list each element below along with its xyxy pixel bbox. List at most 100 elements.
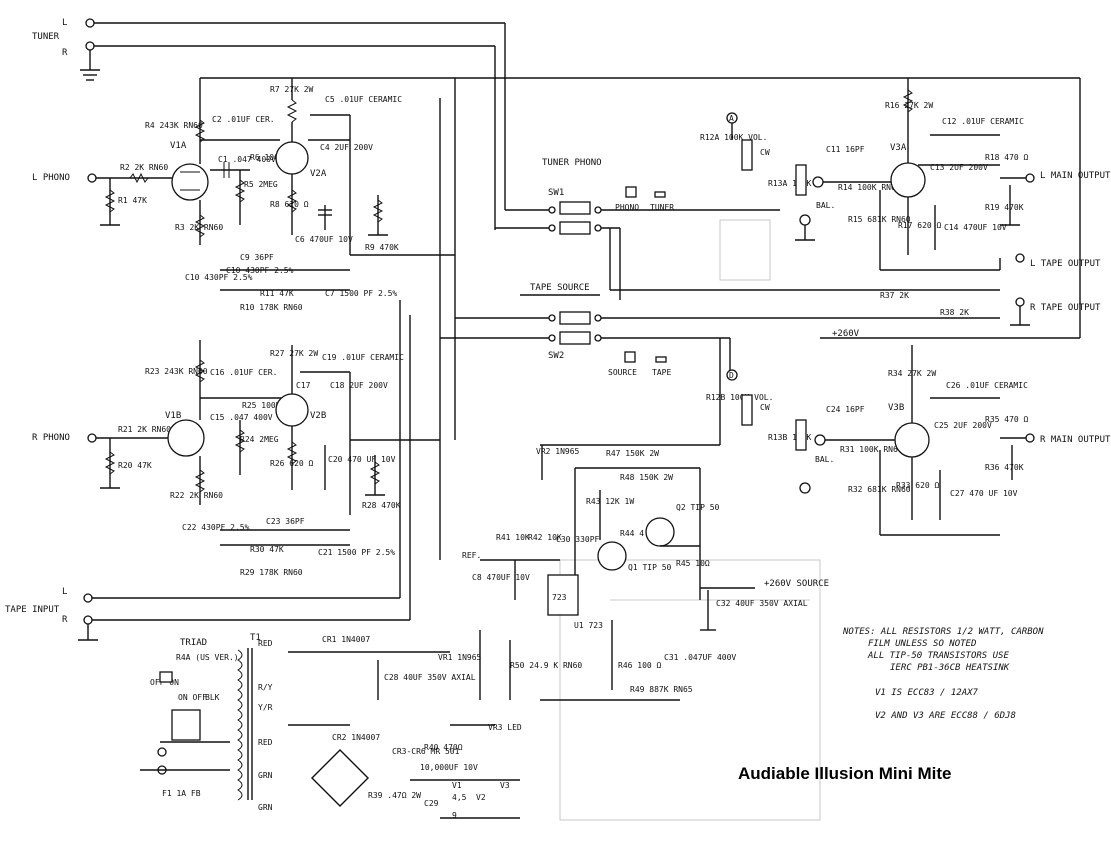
svg-text:V1 IS ECC83 / 12AX7: V1 IS ECC83 / 12AX7 — [875, 688, 979, 698]
svg-text:C1 .047 400V: C1 .047 400V — [218, 155, 276, 164]
svg-text:R42 10K: R42 10K — [528, 533, 562, 542]
svg-text:R37 2K: R37 2K — [880, 291, 909, 300]
svg-text:V3B: V3B — [888, 403, 904, 413]
svg-text:V2B: V2B — [310, 411, 326, 421]
svg-text:R44 4.7K: R44 4.7K — [620, 529, 659, 538]
svg-text:C20 470 UF 10V: C20 470 UF 10V — [328, 455, 396, 464]
svg-text:CR3-CR6 MR 501: CR3-CR6 MR 501 — [392, 747, 460, 756]
svg-text:R27 27K 2W: R27 27K 2W — [270, 349, 318, 358]
u1-723-ic — [547, 574, 579, 616]
tape-input: TAPE INPUT L R — [5, 300, 411, 641]
svg-text:CW: CW — [760, 148, 770, 157]
tape-in-r-jack — [83, 615, 93, 625]
main-r-output-label: R MAIN OUTPUT — [1040, 435, 1111, 445]
selector-switches: TUNER PHONO SW1 PHONO TUNER TAPE SOURCE … — [440, 158, 1000, 377]
svg-text:R33 620 Ω: R33 620 Ω — [896, 481, 940, 490]
svg-text:C30 330PF: C30 330PF — [556, 535, 600, 544]
svg-text:R17 620 Ω: R17 620 Ω — [898, 221, 942, 230]
svg-text:C25 2UF 200V: C25 2UF 200V — [934, 421, 992, 430]
svg-text:R2 2K RN60: R2 2K RN60 — [120, 163, 168, 172]
svg-text:R1 47K: R1 47K — [118, 196, 147, 205]
svg-text:R49 887K RN65: R49 887K RN65 — [630, 685, 693, 694]
svg-text:R40 470Ω: R40 470Ω — [424, 743, 463, 752]
svg-text:BAL.: BAL. — [815, 455, 834, 464]
svg-text:T1: T1 — [250, 633, 261, 643]
svg-text:R48 150K 2W: R48 150K 2W — [620, 473, 673, 482]
svg-text:RED: RED — [258, 639, 273, 648]
svg-text:C4 2UF 200V: C4 2UF 200V — [320, 143, 373, 152]
svg-text:Y/R: Y/R — [258, 703, 273, 712]
phono-left-stage: L PHONO R1 47K R2 2K RN60 V1A R4 243K RN… — [32, 85, 455, 312]
tuner-r-jack — [85, 41, 95, 51]
sw2-label: SW2 — [548, 351, 564, 361]
svg-text:GRN: GRN — [258, 803, 273, 812]
v1a-tube — [171, 163, 209, 201]
v3b-tube — [894, 422, 930, 458]
svg-text:C18 2UF 200V: C18 2UF 200V — [330, 381, 388, 390]
source260-label: +260V SOURCE — [764, 579, 829, 589]
phono-l-label: L PHONO — [32, 173, 70, 183]
svg-text:REF.: REF. — [462, 551, 481, 560]
svg-text:BAL.: BAL. — [816, 201, 835, 210]
svg-text:ON OFF: ON OFF — [178, 693, 207, 702]
svg-text:TUNER PHONO: TUNER PHONO — [542, 158, 602, 168]
svg-text:R13B 100K: R13B 100K — [768, 433, 812, 442]
svg-text:C29: C29 — [424, 799, 439, 808]
notes-block: NOTES: ALL RESISTORS 1/2 WATT, CARBON FI… — [842, 627, 1044, 721]
svg-text:VR3 LED: VR3 LED — [488, 723, 522, 732]
main-l-jack — [1025, 173, 1035, 183]
svg-text:C10 430PF 2.5%: C10 430PF 2.5% — [226, 266, 294, 275]
v1b-tube — [167, 419, 205, 457]
tuner-r-label: R — [62, 48, 68, 58]
svg-text:C19 .01UF CERAMIC: C19 .01UF CERAMIC — [322, 353, 404, 362]
svg-text:C27 470 UF 10V: C27 470 UF 10V — [950, 489, 1018, 498]
tape-r-output-label: R TAPE OUTPUT — [1030, 303, 1101, 313]
svg-text:V1A: V1A — [170, 141, 187, 151]
svg-text:R19 470K: R19 470K — [985, 203, 1024, 212]
svg-text:C23 36PF: C23 36PF — [266, 517, 305, 526]
svg-text:A: A — [729, 114, 734, 123]
svg-text:C11 16PF: C11 16PF — [826, 145, 865, 154]
svg-text:C9 36PF: C9 36PF — [240, 253, 274, 262]
phono-r-label: R PHONO — [32, 433, 70, 443]
svg-text:CR1 1N4007: CR1 1N4007 — [322, 635, 370, 644]
svg-text:C2 .01UF CER.: C2 .01UF CER. — [212, 115, 275, 124]
svg-text:C17: C17 — [296, 381, 311, 390]
svg-text:SOURCE: SOURCE — [608, 368, 637, 377]
svg-text:CW: CW — [760, 403, 770, 412]
svg-text:R38 2K: R38 2K — [940, 308, 969, 317]
svg-text:R10 178K RN60: R10 178K RN60 — [240, 303, 303, 312]
svg-text:TUNER: TUNER — [650, 203, 674, 212]
main-l-output-label: L MAIN OUTPUT — [1040, 171, 1111, 181]
svg-text:RED: RED — [258, 738, 273, 747]
svg-text:R21 2K RN60: R21 2K RN60 — [118, 425, 171, 434]
svg-text:R20 47K: R20 47K — [118, 461, 152, 470]
svg-text:F1 1A FB: F1 1A FB — [162, 789, 201, 798]
line-right-stage: D R12B 100K VOL. CW R13B 100K BAL. C24 1… — [706, 338, 1111, 536]
transformer-primary — [237, 649, 243, 801]
v3a-tube — [890, 162, 926, 198]
q1-transistor — [597, 541, 627, 571]
svg-text:GRN: GRN — [258, 771, 273, 780]
svg-text:R18 470 Ω: R18 470 Ω — [985, 153, 1029, 162]
svg-text:V1: V1 — [452, 781, 462, 790]
tuner-label: TUNER — [32, 32, 60, 42]
svg-text:C5 .01UF CERAMIC: C5 .01UF CERAMIC — [325, 95, 402, 104]
line-left-stage: A R12A 100K VOL. CW R13A 100K BAL. C11 1… — [700, 78, 1111, 339]
power-supply: TRIAD R4A (US VER.) OFF ON ON OFF BLK F1… — [140, 633, 522, 820]
svg-text:R13A 100K: R13A 100K — [768, 179, 812, 188]
svg-text:R14 100K RN60: R14 100K RN60 — [838, 183, 901, 192]
svg-text:TRIAD: TRIAD — [180, 638, 207, 648]
svg-text:R3 2K RN60: R3 2K RN60 — [175, 223, 223, 232]
b260-label: +260V — [832, 329, 860, 339]
svg-text:C15 .047 400V: C15 .047 400V — [210, 413, 273, 422]
svg-text:C10 430PF 2.5%: C10 430PF 2.5% — [185, 273, 253, 282]
svg-text:R29 178K RN60: R29 178K RN60 — [240, 568, 303, 577]
sw1-label: SW1 — [548, 188, 564, 198]
phono-r-jack — [87, 433, 97, 443]
svg-text:723: 723 — [552, 593, 567, 602]
svg-text:C6 470UF 10V: C6 470UF 10V — [295, 235, 353, 244]
tuner-l-label: L — [62, 18, 67, 28]
svg-text:R16 27K 2W: R16 27K 2W — [885, 101, 933, 110]
svg-text:C28 40UF 350V AXIAL: C28 40UF 350V AXIAL — [384, 673, 476, 682]
